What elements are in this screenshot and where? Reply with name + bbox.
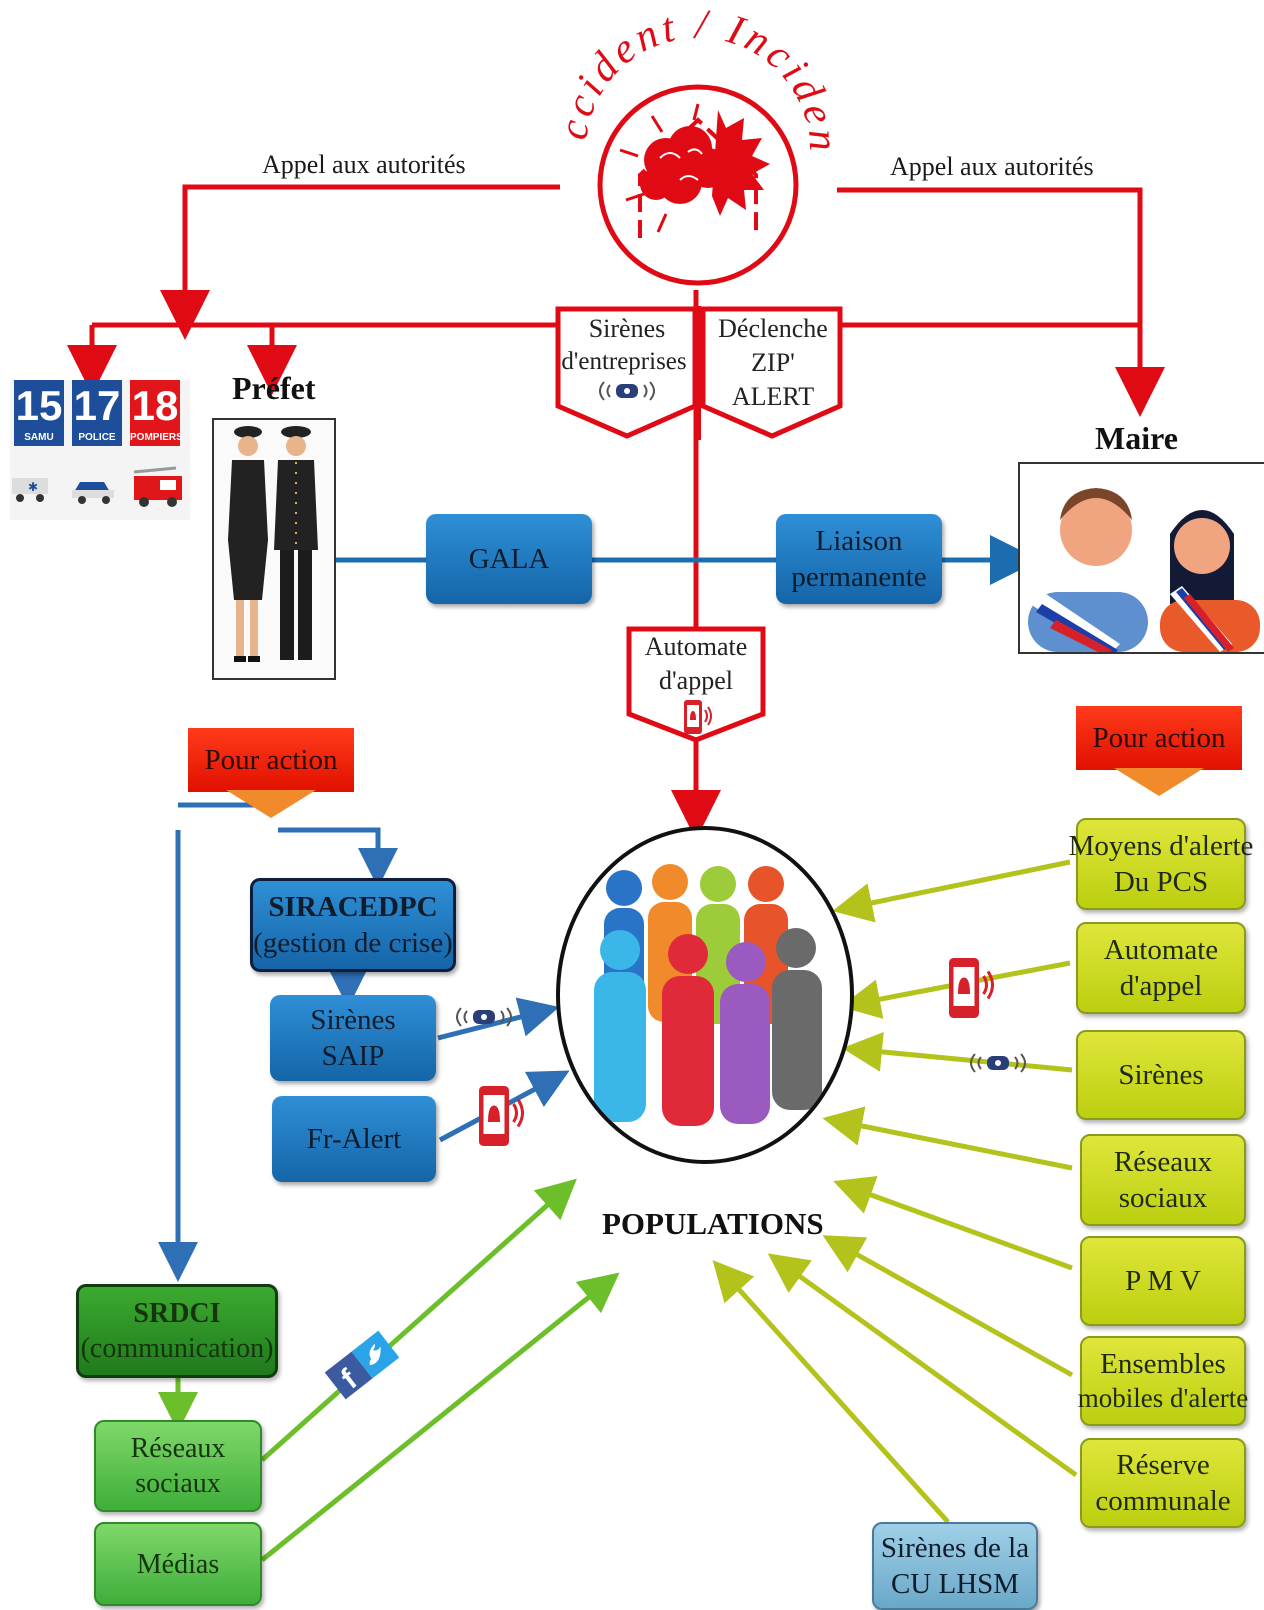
mayors-icon xyxy=(1028,488,1260,656)
gala-label: GALA xyxy=(468,542,550,575)
automate-center-shield xyxy=(626,626,766,743)
emergency-vehicles-icon: ✱ xyxy=(12,466,182,507)
zip-alert-box: Déclenche ZIP' ALERT xyxy=(706,312,840,413)
reserve-line2: communale xyxy=(1095,1485,1231,1517)
right-reseaux-line1: Réseaux xyxy=(1113,1145,1213,1178)
zip-alert-line3: ALERT xyxy=(731,381,815,411)
pmv-box: P M V xyxy=(1080,1236,1246,1326)
siren-speaker-icon xyxy=(599,381,655,401)
right-phone-alert-icon xyxy=(949,958,994,1018)
right-automate-box: Automate d'appel xyxy=(1076,922,1246,1014)
pour-action-left-arrow xyxy=(226,790,316,818)
right-reseaux-line2: sociaux xyxy=(1118,1182,1208,1214)
enterprise-zip-shields xyxy=(555,306,843,440)
phone-alert-icon xyxy=(684,699,712,734)
pour-action-right-box: Pour action xyxy=(1076,706,1242,770)
svg-text:✱: ✱ xyxy=(28,480,38,494)
populations-label: POPULATIONS xyxy=(602,1206,824,1241)
automate-center-line1: Automate xyxy=(644,632,748,661)
left-reseaux-line1: Réseaux xyxy=(130,1433,226,1464)
right-sirenes-box: Sirènes xyxy=(1076,1030,1246,1120)
right-siren-icon xyxy=(970,1053,1026,1073)
maire-illustration xyxy=(1018,462,1264,656)
pour-action-left-box: Pour action xyxy=(188,728,354,792)
sirens-enterprise-line1: Sirènes xyxy=(588,314,666,343)
liaison-line2: permanente xyxy=(791,561,927,593)
moyens-alerte-line1: Moyens d'alerte xyxy=(1068,829,1254,862)
reserve-line1: Réserve xyxy=(1116,1448,1210,1481)
pmv-label: P M V xyxy=(1125,1264,1201,1297)
medias-box: Médias xyxy=(94,1522,262,1606)
siracedpc-line1: SIRACEDPC xyxy=(268,890,438,923)
liaison-line1: Liaison xyxy=(815,524,903,557)
left-reseaux-line2: sociaux xyxy=(135,1468,221,1499)
fr-alert-label: Fr-Alert xyxy=(306,1122,402,1155)
left-reseaux-sociaux-box: Réseaux sociaux xyxy=(94,1420,262,1512)
ensembles-mobiles-box: Ensembles mobiles d'alerte xyxy=(1077,1336,1249,1426)
fr-alert-box: Fr-Alert xyxy=(272,1096,436,1182)
sirenes-cu-line1: Sirènes de la xyxy=(880,1531,1030,1564)
gala-box: GALA xyxy=(426,514,592,604)
siracedpc-line2: (gestion de crise) xyxy=(253,927,453,959)
call-label-right: Appel aux autorités xyxy=(890,152,1094,181)
srdci-box: SRDCI (communication) xyxy=(76,1284,278,1378)
medias-label: Médias xyxy=(136,1548,220,1580)
ensembles-line1: Ensembles xyxy=(1100,1348,1226,1380)
ensembles-line2: mobiles d'alerte xyxy=(1077,1383,1249,1414)
maire-title: Maire xyxy=(1095,420,1178,456)
sirenes-saip-line2: SAIP xyxy=(321,1040,385,1072)
sirens-enterprise-box: Sirènes d'entreprises xyxy=(560,312,694,413)
sirenes-cu-line2: CU LHSM xyxy=(890,1568,1020,1600)
call-label-left: Appel aux autorités xyxy=(262,150,466,179)
zip-alert-line1: Déclenche xyxy=(718,314,828,343)
facebook-twitter-icon: f xyxy=(324,1330,400,1400)
prefet-officers-icon xyxy=(228,426,318,662)
right-automate-line2: d'appel xyxy=(1119,970,1203,1002)
moyens-alerte-line2: Du PCS xyxy=(1113,866,1209,898)
automate-center-box: Automate d'appel xyxy=(632,630,760,746)
reserve-communale-box: Réserve communale xyxy=(1080,1438,1246,1528)
saip-siren-icon xyxy=(456,1007,512,1027)
populations-circle xyxy=(556,826,854,1164)
crowd-icon xyxy=(594,864,822,1126)
pour-action-right-arrow xyxy=(1114,768,1204,796)
accident-logo: Accident / Incident xyxy=(530,0,848,300)
prefet-illustration xyxy=(212,418,336,680)
liaison-box: Liaison permanente xyxy=(776,514,942,604)
siracedpc-box: SIRACEDPC (gestion de crise) xyxy=(250,878,456,972)
right-sirenes-label: Sirènes xyxy=(1118,1058,1204,1091)
sirenes-saip-line1: Sirènes xyxy=(310,1003,396,1036)
srdci-line1: SRDCI xyxy=(133,1298,221,1329)
right-olive-arrows xyxy=(712,859,1078,1524)
explosion-house-icon: Accident / Incident xyxy=(530,0,842,286)
sirenes-cu-box: Sirènes de la CU LHSM xyxy=(872,1522,1038,1610)
right-reseaux-box: Réseaux sociaux xyxy=(1080,1134,1246,1226)
srdci-line2: (communication) xyxy=(80,1333,274,1364)
automate-center-line2: d'appel xyxy=(659,665,733,695)
zip-alert-line2: ZIP' xyxy=(751,347,795,377)
fr-alert-phone-icon xyxy=(479,1086,524,1146)
right-automate-line1: Automate xyxy=(1103,933,1219,966)
moyens-alerte-box: Moyens d'alerte Du PCS xyxy=(1069,818,1253,910)
prefet-title: Préfet xyxy=(232,370,316,406)
sirenes-saip-box: Sirènes SAIP xyxy=(270,995,436,1081)
sirens-enterprise-line2: d'entreprises xyxy=(561,347,687,375)
